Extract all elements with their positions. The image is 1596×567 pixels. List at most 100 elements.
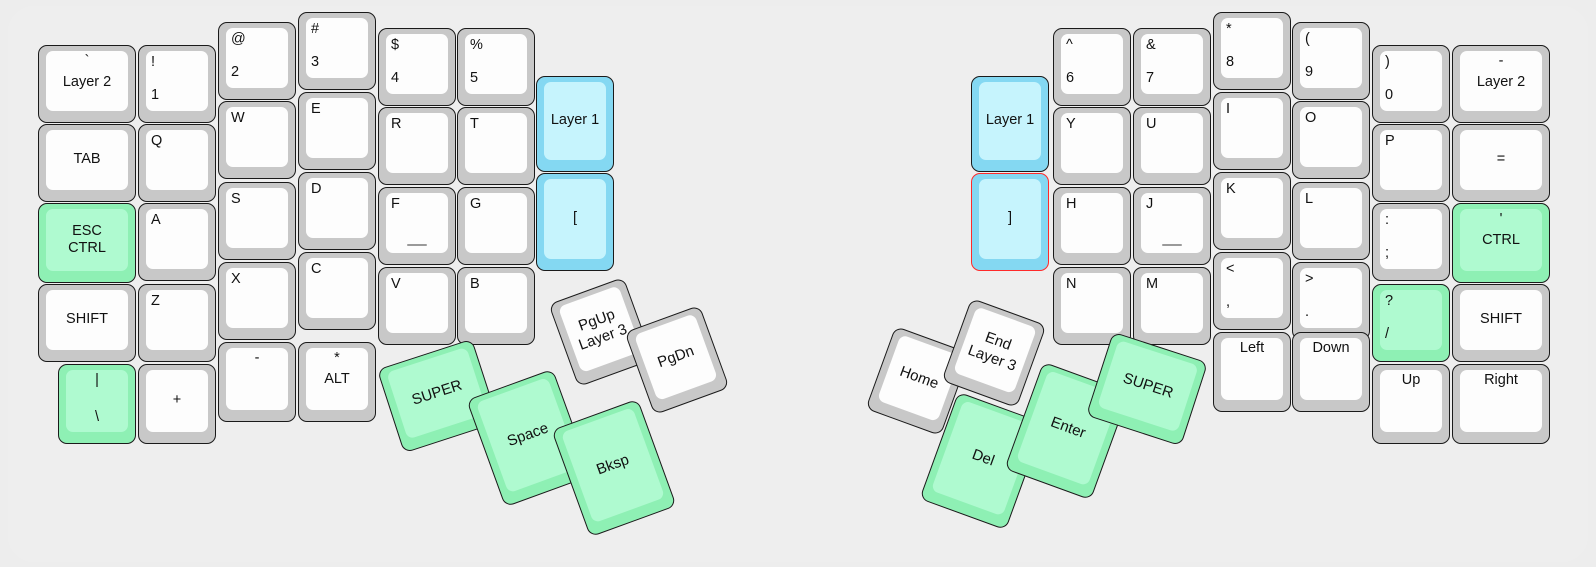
- key-cap: A: [146, 209, 208, 269]
- key-cap: B: [465, 273, 527, 333]
- key-legend-main: SUPER: [1120, 369, 1176, 402]
- key-legend-main: N: [1066, 276, 1077, 292]
- key-shift-left[interactable]: SHIFT: [38, 284, 136, 362]
- key-legend-shifted: (: [1305, 31, 1310, 47]
- key-0-paren[interactable]: )0: [1372, 45, 1450, 123]
- key-b[interactable]: B: [457, 267, 535, 345]
- key-legend-main: Right: [1484, 372, 1518, 388]
- key-cap: O: [1300, 107, 1362, 167]
- key-cap: P: [1380, 130, 1442, 190]
- key-layer1-right[interactable]: Layer 1: [971, 76, 1049, 172]
- key-y[interactable]: Y: [1053, 107, 1131, 185]
- key-legend-top: ESC: [72, 222, 102, 239]
- key-p[interactable]: P: [1372, 124, 1450, 202]
- key-v[interactable]: V: [378, 267, 456, 345]
- key-2-at[interactable]: @2: [218, 22, 296, 100]
- key-1-exclaim[interactable]: !1: [138, 45, 216, 123]
- key-legend-shifted: %: [470, 37, 483, 53]
- key-legend-main: H: [1066, 196, 1077, 212]
- key-label: K: [1221, 178, 1283, 238]
- key-legend-main: Z: [151, 293, 160, 309]
- key-d[interactable]: D: [298, 172, 376, 250]
- key-equals[interactable]: =: [1452, 124, 1550, 202]
- key-a[interactable]: A: [138, 203, 216, 281]
- key-label: *ALT: [306, 348, 368, 410]
- key-w[interactable]: W: [218, 101, 296, 179]
- key-tab[interactable]: TAB: [38, 124, 136, 202]
- key-t[interactable]: T: [457, 107, 535, 185]
- key-q[interactable]: Q: [138, 124, 216, 202]
- key-label: |\: [66, 370, 128, 432]
- key-shift-right[interactable]: SHIFT: [1452, 284, 1550, 362]
- key-k[interactable]: K: [1213, 172, 1291, 250]
- key-minus[interactable]: -: [218, 342, 296, 422]
- key-o[interactable]: O: [1292, 101, 1370, 179]
- key-8-star[interactable]: *8: [1213, 12, 1291, 90]
- key-legend-main: E: [311, 101, 321, 117]
- key-cap: SHIFT: [46, 290, 128, 350]
- key-i[interactable]: I: [1213, 92, 1291, 170]
- key-semicolon[interactable]: :;: [1372, 203, 1450, 281]
- key-x[interactable]: X: [218, 262, 296, 340]
- key-label: Up: [1380, 370, 1442, 432]
- key-label: Layer 1: [544, 82, 606, 160]
- key-legend-main: K: [1226, 181, 1236, 197]
- key-comma[interactable]: <,: [1213, 252, 1291, 330]
- key-layer1-left[interactable]: Layer 1: [536, 76, 614, 172]
- key-7-amp[interactable]: &7: [1133, 28, 1211, 106]
- key-n[interactable]: N: [1053, 267, 1131, 345]
- key-ctrl-quote[interactable]: 'CTRL: [1452, 203, 1550, 283]
- key-legend-shifted: :: [1385, 212, 1390, 228]
- key-up[interactable]: Up: [1372, 364, 1450, 444]
- key-r[interactable]: R: [378, 107, 456, 185]
- key-bracket-left[interactable]: [: [536, 173, 614, 271]
- key-9-paren[interactable]: (9: [1292, 22, 1370, 100]
- key-e[interactable]: E: [298, 92, 376, 170]
- key-s[interactable]: S: [218, 182, 296, 260]
- key-u[interactable]: U: [1133, 107, 1211, 185]
- key-pipe-backslash[interactable]: |\: [58, 364, 136, 444]
- key-legend-base: 4: [391, 69, 400, 86]
- key-g[interactable]: G: [457, 187, 535, 265]
- key-alt-star[interactable]: *ALT: [298, 342, 376, 422]
- key-3-hash[interactable]: #3: [298, 12, 376, 90]
- key-legend-main: Down: [1312, 340, 1350, 356]
- key-cap: *8: [1221, 18, 1283, 78]
- key-c[interactable]: C: [298, 252, 376, 330]
- key-legend-base: 7: [1146, 69, 1155, 86]
- key-4-dollar[interactable]: $4: [378, 28, 456, 106]
- key-cap: J: [1141, 193, 1203, 253]
- key-legend-main: TAB: [73, 151, 101, 168]
- key-l[interactable]: L: [1292, 182, 1370, 260]
- key-legend-base: \: [94, 408, 100, 425]
- key-j[interactable]: J: [1133, 187, 1211, 265]
- key-plus[interactable]: +: [138, 364, 216, 444]
- key-label: D: [306, 178, 368, 238]
- key-label: (9: [1300, 28, 1362, 88]
- key-layer2-minus[interactable]: -Layer 2: [1452, 45, 1550, 123]
- key-layer2-grave[interactable]: `Layer 2: [38, 45, 136, 123]
- key-6-caret[interactable]: ^6: [1053, 28, 1131, 106]
- key-legend-base: ;: [1385, 244, 1390, 261]
- key-period[interactable]: >.: [1292, 262, 1370, 340]
- key-z[interactable]: Z: [138, 284, 216, 362]
- key-bracket-right[interactable]: ]: [971, 173, 1049, 271]
- key-h[interactable]: H: [1053, 187, 1131, 265]
- key-label: C: [306, 258, 368, 318]
- key-label: U: [1141, 113, 1203, 173]
- key-right[interactable]: Right: [1452, 364, 1550, 444]
- key-m[interactable]: M: [1133, 267, 1211, 345]
- key-slash[interactable]: ?/: [1372, 284, 1450, 362]
- key-cap: #3: [306, 18, 368, 78]
- key-legend-base: 8: [1226, 53, 1235, 70]
- key-left[interactable]: Left: [1213, 332, 1291, 412]
- key-down[interactable]: Down: [1292, 332, 1370, 412]
- key-label: O: [1300, 107, 1362, 167]
- key-f[interactable]: F: [378, 187, 456, 265]
- key-cap: Y: [1061, 113, 1123, 173]
- key-5-percent[interactable]: %5: [457, 28, 535, 106]
